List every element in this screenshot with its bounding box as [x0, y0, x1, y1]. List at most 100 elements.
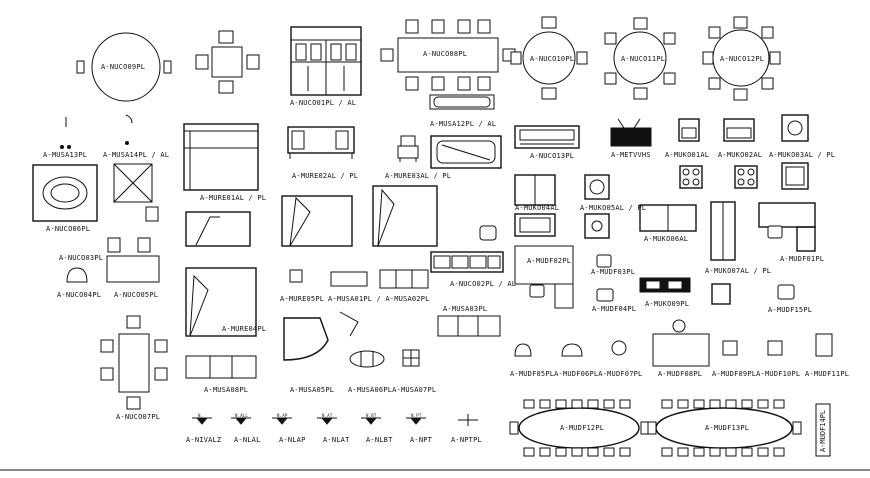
block-label: A-NUCO04PL — [57, 291, 102, 299]
block-label: A-MUDF12PL — [560, 424, 605, 432]
bed-block — [185, 185, 438, 247]
block-label: A-MUKO07AL / PL — [705, 267, 772, 275]
rect-table-block — [380, 19, 516, 91]
block-label: A-NUCO02PL / AL — [450, 280, 517, 288]
block-label: A-NUCO07PL — [116, 413, 161, 421]
block-label: A-NUCO08PL — [423, 50, 468, 58]
block-label: A-MUDF08PL — [658, 370, 703, 378]
marker-tag: N. — [198, 413, 204, 418]
jacuzzi-block — [32, 164, 98, 222]
block-label: A-MUKO03AL / PL — [769, 151, 836, 159]
block-label: A-NUCO12PL — [720, 55, 765, 63]
block-label-vertical: A-MUDF14PL — [819, 409, 827, 452]
chair-block — [777, 284, 795, 300]
sofa-block — [330, 269, 429, 289]
block-label: A-NUCO10PL — [530, 55, 575, 63]
block-label: A-MURE03AL / PL — [385, 172, 452, 180]
block-label: A-MUSA14PL / AL — [103, 151, 170, 159]
marker-label: A-NLBT — [366, 436, 393, 444]
coffee-table-block — [349, 349, 420, 368]
block-label: A-MUSA12PL / AL — [430, 120, 497, 128]
block-label: A-NUCO01PL / AL — [290, 99, 357, 107]
corner-table-block — [514, 245, 574, 309]
block-label: A-MUSA06PLA-MUSA07PL — [348, 386, 437, 394]
marker-tag: N.BT — [366, 413, 377, 418]
marker-tag: N.AP — [277, 413, 288, 418]
kitchen-cabinet-block — [430, 251, 504, 273]
block-label: A-NUCO13PL — [530, 152, 575, 160]
block-label: A-MUDF09PLA-MUDF10PL — [712, 370, 801, 378]
block-label: A-MUKO06AL — [644, 235, 689, 243]
conference-table-block — [509, 399, 650, 457]
chair-block — [596, 254, 612, 268]
round-table-block — [702, 16, 781, 101]
marker-tag: N.PT — [411, 413, 422, 418]
block-label: A-MUDF02PL — [527, 257, 572, 265]
level-marker-block — [192, 414, 478, 426]
marker-label: A-NLAT — [323, 436, 350, 444]
block-label: A-MUDF11PL — [805, 370, 850, 378]
sofa-block — [437, 315, 501, 337]
block-label: A-NUCO06PL — [46, 225, 91, 233]
armchair-block — [596, 288, 614, 302]
block-label: A-NUCO03PL — [59, 254, 104, 262]
block-label: A-MUKO04AL — [515, 204, 560, 212]
chair-block — [66, 267, 88, 283]
block-label: A-MUSA08PL — [204, 386, 249, 394]
block-label: A-MUSA01PL / A-MUSA02PL — [328, 295, 430, 303]
label-box-block — [815, 403, 831, 457]
round-table-block — [604, 17, 676, 100]
block-label: A-MUDF01PL — [780, 255, 825, 263]
block-label: A-MURE02AL / PL — [292, 172, 359, 180]
block-label: A-MUDF13PL — [705, 424, 750, 432]
block-label: A-MURE01AL / PL — [200, 194, 267, 202]
block-label: A-MUSA05PL — [290, 386, 335, 394]
block-label: A-MUKO01AL — [665, 151, 710, 159]
marker-tag: N.AT — [322, 413, 333, 418]
square-table-block — [195, 30, 260, 94]
tv-unit-block — [514, 125, 580, 149]
nightstand-block — [397, 135, 419, 162]
kitchen-counter-block — [514, 174, 610, 206]
block-label: A-MUDF15PL — [768, 306, 813, 314]
block-label: A-MUDF03PL — [591, 268, 636, 276]
round-table-block — [76, 32, 172, 102]
desk-block — [287, 126, 355, 159]
block-label: A-MURE04PL — [222, 325, 267, 333]
sink-block — [639, 277, 691, 293]
block-label: A-NUCO09PL — [101, 63, 146, 71]
piano-block — [283, 311, 359, 361]
marker-label: A-NIVALZ — [186, 436, 222, 444]
small-chair-block — [145, 206, 159, 222]
cabinet-block — [290, 26, 362, 96]
sofa-block — [106, 237, 160, 283]
block-label: A-MUDF05PLA-MUDF06PLA-MUDF07PL — [510, 370, 643, 378]
rect-table-block — [100, 315, 168, 410]
marker-tag: N.ALL — [235, 413, 249, 418]
kitchen-counter-block — [514, 201, 816, 261]
marker-label: A-NLAP — [279, 436, 306, 444]
small-box-block — [289, 269, 303, 283]
armchair-block — [479, 225, 497, 241]
block-label: A-MUKO05AL / PL — [580, 204, 647, 212]
shower-block — [113, 163, 153, 203]
marker-label: A-NPT — [410, 436, 433, 444]
block-label: A-MUSA13PL — [43, 151, 88, 159]
bathtub-block — [430, 135, 502, 169]
bed-block — [185, 267, 257, 337]
marker-label: A-NPTPL — [451, 436, 482, 444]
block-label: A-MURE05PL — [280, 295, 325, 303]
block-label: A-MUSA03PL — [443, 305, 488, 313]
tv-block — [610, 118, 652, 147]
conference-table-block — [647, 399, 802, 457]
cooktop-block — [679, 162, 809, 190]
kitchen-appliance-block — [678, 114, 809, 142]
block-label: A-MUKO02AL — [718, 151, 763, 159]
marker-label: A-NLAL — [234, 436, 261, 444]
round-table-block — [510, 16, 588, 100]
block-label: A-NUCO05PL — [114, 291, 159, 299]
block-label: A-NUCO11PL — [621, 55, 666, 63]
appliance-block — [711, 283, 731, 305]
